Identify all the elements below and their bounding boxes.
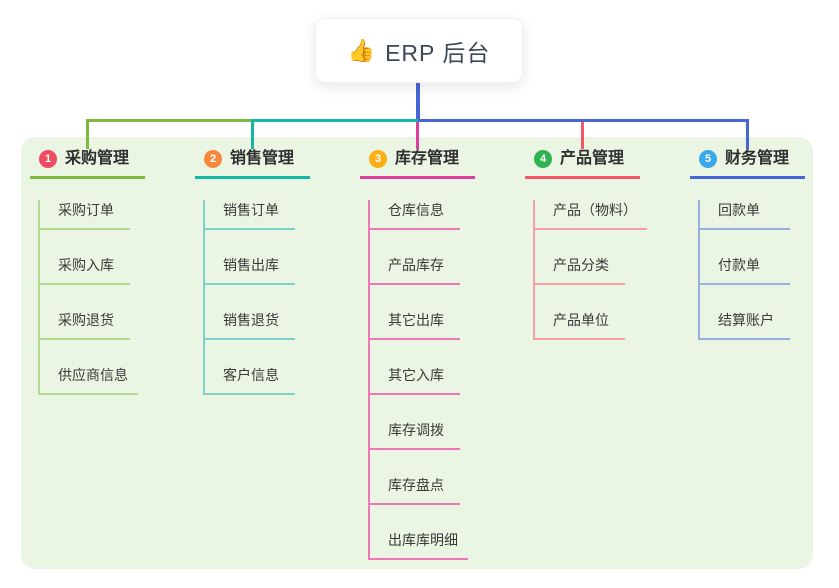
branch-header-1[interactable]: 1 采购管理	[30, 148, 145, 179]
branch-item-list: 回款单付款单结算账户	[698, 200, 839, 340]
branch-header-2[interactable]: 2 销售管理	[195, 148, 310, 179]
root-node[interactable]: 👍 ERP 后台	[315, 18, 523, 83]
branch-number-badge: 5	[699, 150, 717, 168]
branch-item[interactable]: 销售退货	[205, 310, 295, 340]
branch-label: 库存管理	[395, 150, 460, 167]
branch-item[interactable]: 采购订单	[40, 200, 130, 230]
branch-header-3[interactable]: 3 库存管理	[360, 148, 475, 179]
branch-label: 产品管理	[560, 150, 625, 167]
branch-item[interactable]: 产品分类	[535, 255, 625, 285]
branch-column-3: 3 库存管理仓库信息产品库存其它出库其它入库库存调拨库存盘点出库库明细	[360, 148, 510, 560]
connector-rail-segment-1	[87, 119, 254, 122]
branch-item[interactable]: 结算账户	[700, 310, 790, 340]
branch-number-badge: 4	[534, 150, 552, 168]
branch-item-list: 仓库信息产品库存其它出库其它入库库存调拨库存盘点出库库明细	[368, 200, 510, 560]
branch-item[interactable]: 其它入库	[370, 365, 460, 395]
branch-column-2: 2 销售管理销售订单销售出库销售退货客户信息	[195, 148, 345, 395]
branch-label: 财务管理	[725, 150, 790, 167]
connector-branch-drop-2	[251, 119, 254, 149]
branch-item[interactable]: 库存盘点	[370, 475, 460, 505]
branch-header-5[interactable]: 5 财务管理	[690, 148, 805, 179]
branch-item[interactable]: 回款单	[700, 200, 790, 230]
connector-branch-drop-3	[416, 122, 419, 149]
connector-branch-drop-5	[746, 119, 749, 149]
branch-item[interactable]: 出库库明细	[370, 530, 468, 560]
branch-number-badge: 2	[204, 150, 222, 168]
branch-item-list: 销售订单销售出库销售退货客户信息	[203, 200, 345, 395]
branch-item-list: 产品（物料） 产品分类产品单位	[533, 200, 675, 340]
branch-item[interactable]: 产品（物料）	[535, 200, 647, 230]
connector-root-drop	[416, 83, 420, 120]
branch-item[interactable]: 销售出库	[205, 255, 295, 285]
connector-rail-segment-2	[253, 119, 419, 122]
branch-label: 销售管理	[230, 150, 295, 167]
branch-number-badge: 1	[39, 150, 57, 168]
branch-item[interactable]: 仓库信息	[370, 200, 460, 230]
branch-item[interactable]: 采购退货	[40, 310, 130, 340]
branch-item[interactable]: 产品单位	[535, 310, 625, 340]
root-title: ERP 后台	[385, 39, 491, 66]
branch-column-4: 4 产品管理产品（物料） 产品分类产品单位	[525, 148, 675, 340]
branch-item[interactable]: 其它出库	[370, 310, 460, 340]
branch-number-badge: 3	[369, 150, 387, 168]
branch-item[interactable]: 客户信息	[205, 365, 295, 395]
branch-item[interactable]: 采购入库	[40, 255, 130, 285]
branch-header-4[interactable]: 4 产品管理	[525, 148, 640, 179]
branches-panel	[21, 137, 813, 569]
branch-item[interactable]: 产品库存	[370, 255, 460, 285]
connector-branch-drop-4	[581, 122, 584, 149]
branch-item[interactable]: 付款单	[700, 255, 790, 285]
branch-item-list: 采购订单采购入库采购退货供应商信息	[38, 200, 180, 395]
thumbs-up-icon: 👍	[347, 37, 376, 63]
branch-label: 采购管理	[65, 150, 130, 167]
connector-branch-drop-1	[86, 119, 89, 149]
connector-rail-segment-3	[418, 119, 749, 122]
branch-item[interactable]: 库存调拨	[370, 420, 460, 450]
branch-column-5: 5 财务管理回款单付款单结算账户	[690, 148, 839, 340]
branch-item[interactable]: 销售订单	[205, 200, 295, 230]
branch-column-1: 1 采购管理采购订单采购入库采购退货供应商信息	[30, 148, 180, 395]
branch-item[interactable]: 供应商信息	[40, 365, 138, 395]
